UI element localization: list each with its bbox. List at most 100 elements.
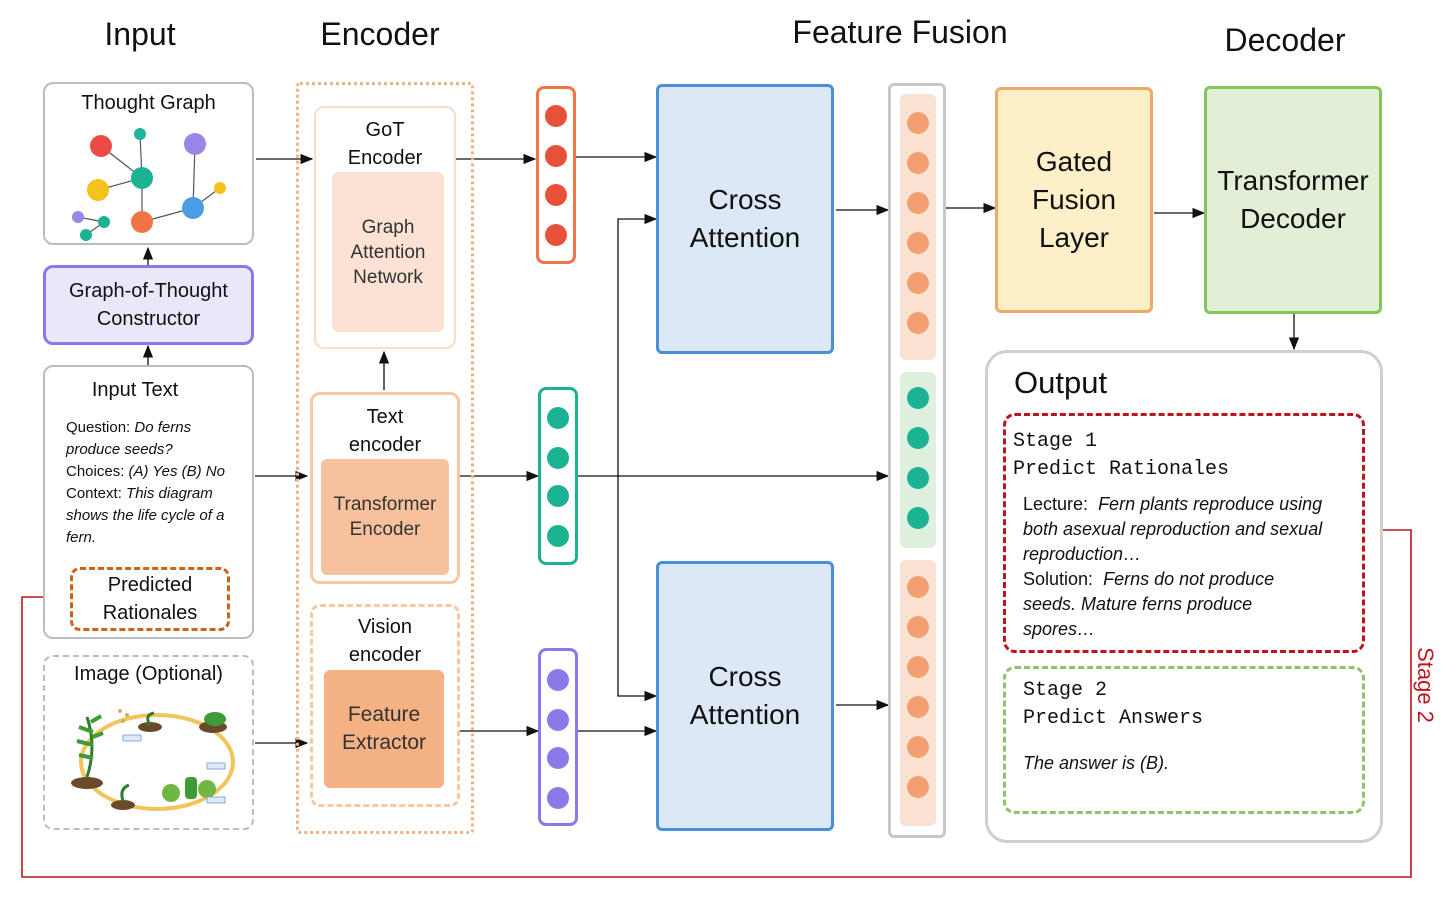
fused-segment-vision [900, 560, 936, 826]
decoder-header: Decoder [1224, 22, 1346, 58]
stage1-heading: Stage 1 Predict Rationales [1013, 428, 1229, 484]
vector-dot [907, 696, 929, 718]
vector-dot [547, 709, 569, 731]
vector-dot [545, 184, 567, 206]
vector-dot [907, 232, 929, 254]
got-constructor-box: Graph-of-Thought Constructor [43, 265, 254, 345]
transformer-decoder-line1: Transformer [1217, 165, 1369, 196]
got-constructor-label: Graph-of-Thought Constructor [69, 280, 228, 330]
input-text-content: Question: Do ferns produce seeds? Choice… [66, 417, 246, 549]
solution-line: Solution: Ferns do not produce seeds. Ma… [1023, 567, 1323, 642]
output-title: Output [1014, 365, 1108, 400]
text-encoder-title-line2: encoder [348, 434, 422, 456]
text-encoder-box: Text encoder Transformer Encoder [310, 392, 460, 584]
vector-dot [547, 747, 569, 769]
vector-dot [907, 776, 929, 798]
vector-dot [907, 192, 929, 214]
lecture-text: Fern plants reproduce using both asexual… [1023, 494, 1323, 564]
gated-fusion-layer-box: Gated Fusion Layer [995, 87, 1153, 313]
vector-dot [545, 105, 567, 127]
encoder-container [296, 82, 474, 834]
fused-segment-got [900, 94, 936, 360]
got-encoder-title: GoT Encoder [316, 116, 454, 172]
vector-dot [907, 152, 929, 174]
cross-attention-top-line2: Attention [689, 222, 801, 253]
feature-extractor-box: Feature Extractor [324, 670, 444, 788]
lecture-line: Lecture: Fern plants reproduce using bot… [1023, 492, 1323, 567]
stage1-subtitle: Predict Rationales [1013, 458, 1230, 481]
vector-dot [907, 656, 929, 678]
vector-dot [547, 485, 569, 507]
input-text-title: Input Text [91, 379, 179, 401]
got-encoder-title-line1: GoT [365, 119, 405, 141]
vector-dot [907, 427, 929, 449]
fern-lifecycle-image [71, 709, 235, 811]
feature-extractor-label: Feature Extractor [341, 703, 427, 754]
stage1-content: Lecture: Fern plants reproduce using bot… [1023, 492, 1323, 642]
stage2-box: Stage 2 Predict Answers The answer is (B… [1003, 666, 1365, 814]
thought-graph-title: Thought Graph [81, 92, 216, 114]
input-header: Input [104, 16, 176, 52]
vector-dot [547, 787, 569, 809]
question-label: Question: [66, 419, 131, 436]
cross-attention-top-box: Cross Attention [656, 84, 834, 354]
choices-value: (A) Yes (B) No [128, 463, 225, 480]
text-encoder-title-line1: Text [366, 406, 404, 428]
got-encoder-box: GoT Encoder Graph Attention Network [314, 106, 456, 349]
text-encoder-title: Text encoder [313, 403, 457, 459]
stage2-answer: The answer is (B). [1023, 753, 1170, 773]
lecture-label: Lecture: [1023, 494, 1089, 514]
encoder-header: Encoder [320, 16, 440, 52]
transformer-decoder-box: Transformer Decoder [1204, 86, 1382, 314]
vector-dot [907, 387, 929, 409]
solution-text: Ferns do not produce seeds. Mature ferns… [1023, 569, 1275, 639]
choices-label: Choices: [66, 463, 125, 480]
got-feature-vector [536, 86, 576, 264]
vector-dot [907, 576, 929, 598]
stage2-subtitle: Predict Answers [1023, 707, 1204, 730]
vector-dot [907, 112, 929, 134]
graph-attention-network-box: Graph Attention Network [332, 172, 444, 332]
transformer-encoder-label: Transformer Encoder [333, 494, 437, 540]
cross-attention-bottom-line2: Attention [689, 699, 801, 730]
fused-segment-text [900, 372, 936, 548]
feature-fusion-header: Feature Fusion [792, 14, 1008, 50]
output-box: Output Stage 1 Predict Rationales Lectur… [985, 350, 1383, 843]
stage1-title: Stage 1 [1013, 430, 1098, 453]
predicted-rationales-label: Predicted Rationales [102, 574, 198, 624]
gated-fusion-line2: Fusion [1031, 184, 1117, 215]
gated-fusion-line3: Layer [1038, 222, 1110, 253]
arrow-text-vector-to-cross-attention-top [617, 213, 658, 476]
stage2-title: Stage 2 [1023, 679, 1108, 702]
vector-dot [547, 407, 569, 429]
stage2-heading: Stage 2 Predict Answers [1023, 677, 1203, 733]
vector-dot [547, 669, 569, 691]
vector-dot [545, 145, 567, 167]
text-feature-vector [538, 387, 578, 565]
vector-dot [907, 312, 929, 334]
transformer-decoder-line2: Decoder [1240, 203, 1346, 234]
vector-dot [907, 467, 929, 489]
question-value: Do ferns produce seeds? [66, 419, 192, 458]
arrow-text-vector-to-cross-attention-bottom [617, 476, 658, 702]
transformer-encoder-box: Transformer Encoder [321, 459, 449, 575]
vector-dot [907, 616, 929, 638]
fused-feature-column [888, 83, 946, 838]
solution-label: Solution: [1023, 569, 1094, 589]
predicted-rationales-box: Predicted Rationales [70, 567, 230, 631]
stage2-loop-line [21, 529, 1412, 878]
context-value: This diagram shows the life cycle of a f… [66, 485, 225, 546]
vision-feature-vector [538, 648, 578, 826]
vector-dot [907, 272, 929, 294]
image-title: Image (Optional) [74, 663, 223, 685]
cross-attention-bottom-line1: Cross [708, 661, 782, 692]
vector-dot [907, 507, 929, 529]
vision-encoder-box: Vision encoder Feature Extractor [310, 604, 460, 807]
input-text-box: Input Text Question: Do ferns produce se… [43, 365, 254, 639]
vision-encoder-title-line2: encoder [348, 644, 422, 666]
vision-encoder-title-line1: Vision [357, 616, 413, 638]
vector-dot [547, 525, 569, 547]
graph-network-icon [72, 128, 226, 241]
context-label: Context: [66, 485, 122, 502]
